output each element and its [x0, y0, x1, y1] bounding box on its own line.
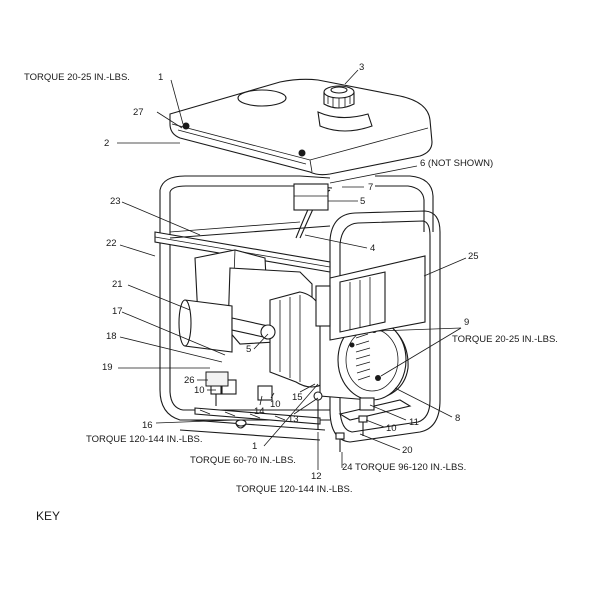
- callout-20: 20: [402, 445, 413, 456]
- callout-26: 26: [184, 375, 195, 386]
- fuel-tank: [169, 78, 433, 176]
- callout-21: 21: [112, 279, 123, 290]
- callout-13: 13: [288, 414, 299, 425]
- callout-8: 8: [455, 413, 460, 424]
- callout-10-left: 10: [194, 385, 205, 396]
- callout-11: 11: [409, 417, 419, 428]
- callout-22: 22: [106, 238, 117, 249]
- callout-5-mid: 5: [246, 344, 251, 355]
- callout-1-bottom: 1: [252, 441, 257, 452]
- callout-17: 17: [112, 306, 123, 317]
- callout-6: 6 (NOT SHOWN): [420, 158, 493, 169]
- callout-10-mid: 10: [270, 399, 281, 410]
- tank-bolt-left: [182, 122, 190, 130]
- torque-note-front-left: TORQUE 120-144 IN.-LBS.: [86, 434, 203, 445]
- tank-bolt-right: [298, 149, 306, 157]
- torque-note-rear-bolt: 24 TORQUE 96-120 IN.-LBS.: [342, 462, 466, 473]
- callout-23: 23: [110, 196, 121, 207]
- key-label: KEY: [36, 509, 60, 523]
- callout-16: 16: [142, 420, 153, 431]
- torque-note-alternator: TORQUE 20-25 IN.-LBS.: [452, 334, 558, 345]
- callout-5-top: 5: [360, 196, 365, 207]
- callout-3: 3: [359, 62, 364, 73]
- engine-assembly: [178, 183, 331, 388]
- fuel-cap: [323, 85, 355, 109]
- callout-18: 18: [106, 331, 117, 342]
- torque-note-front-mid: TORQUE 60-70 IN.-LBS.: [190, 455, 296, 466]
- callout-27: 27: [133, 107, 144, 118]
- control-panel: [315, 255, 426, 341]
- callout-14: 14: [254, 406, 265, 417]
- callout-10-right: 10: [386, 423, 397, 434]
- callout-12: 12: [311, 471, 322, 482]
- torque-note-front-bottom: TORQUE 120-144 IN.-LBS.: [236, 484, 353, 495]
- callout-19: 19: [102, 362, 113, 373]
- callout-1-top: 1: [158, 72, 163, 83]
- callout-labels: TORQUE 20-25 IN.-LBS. 1 27 2 3 6 (NOT SH…: [24, 62, 558, 523]
- callout-25: 25: [468, 251, 479, 262]
- leader-lines: [117, 69, 467, 470]
- torque-note-tank: TORQUE 20-25 IN.-LBS.: [24, 72, 130, 83]
- callout-7: 7: [368, 182, 373, 193]
- callout-15: 15: [292, 392, 303, 403]
- callout-9: 9: [464, 317, 469, 328]
- callout-2: 2: [104, 138, 109, 149]
- base-brackets: [194, 371, 412, 452]
- callout-4: 4: [370, 243, 375, 254]
